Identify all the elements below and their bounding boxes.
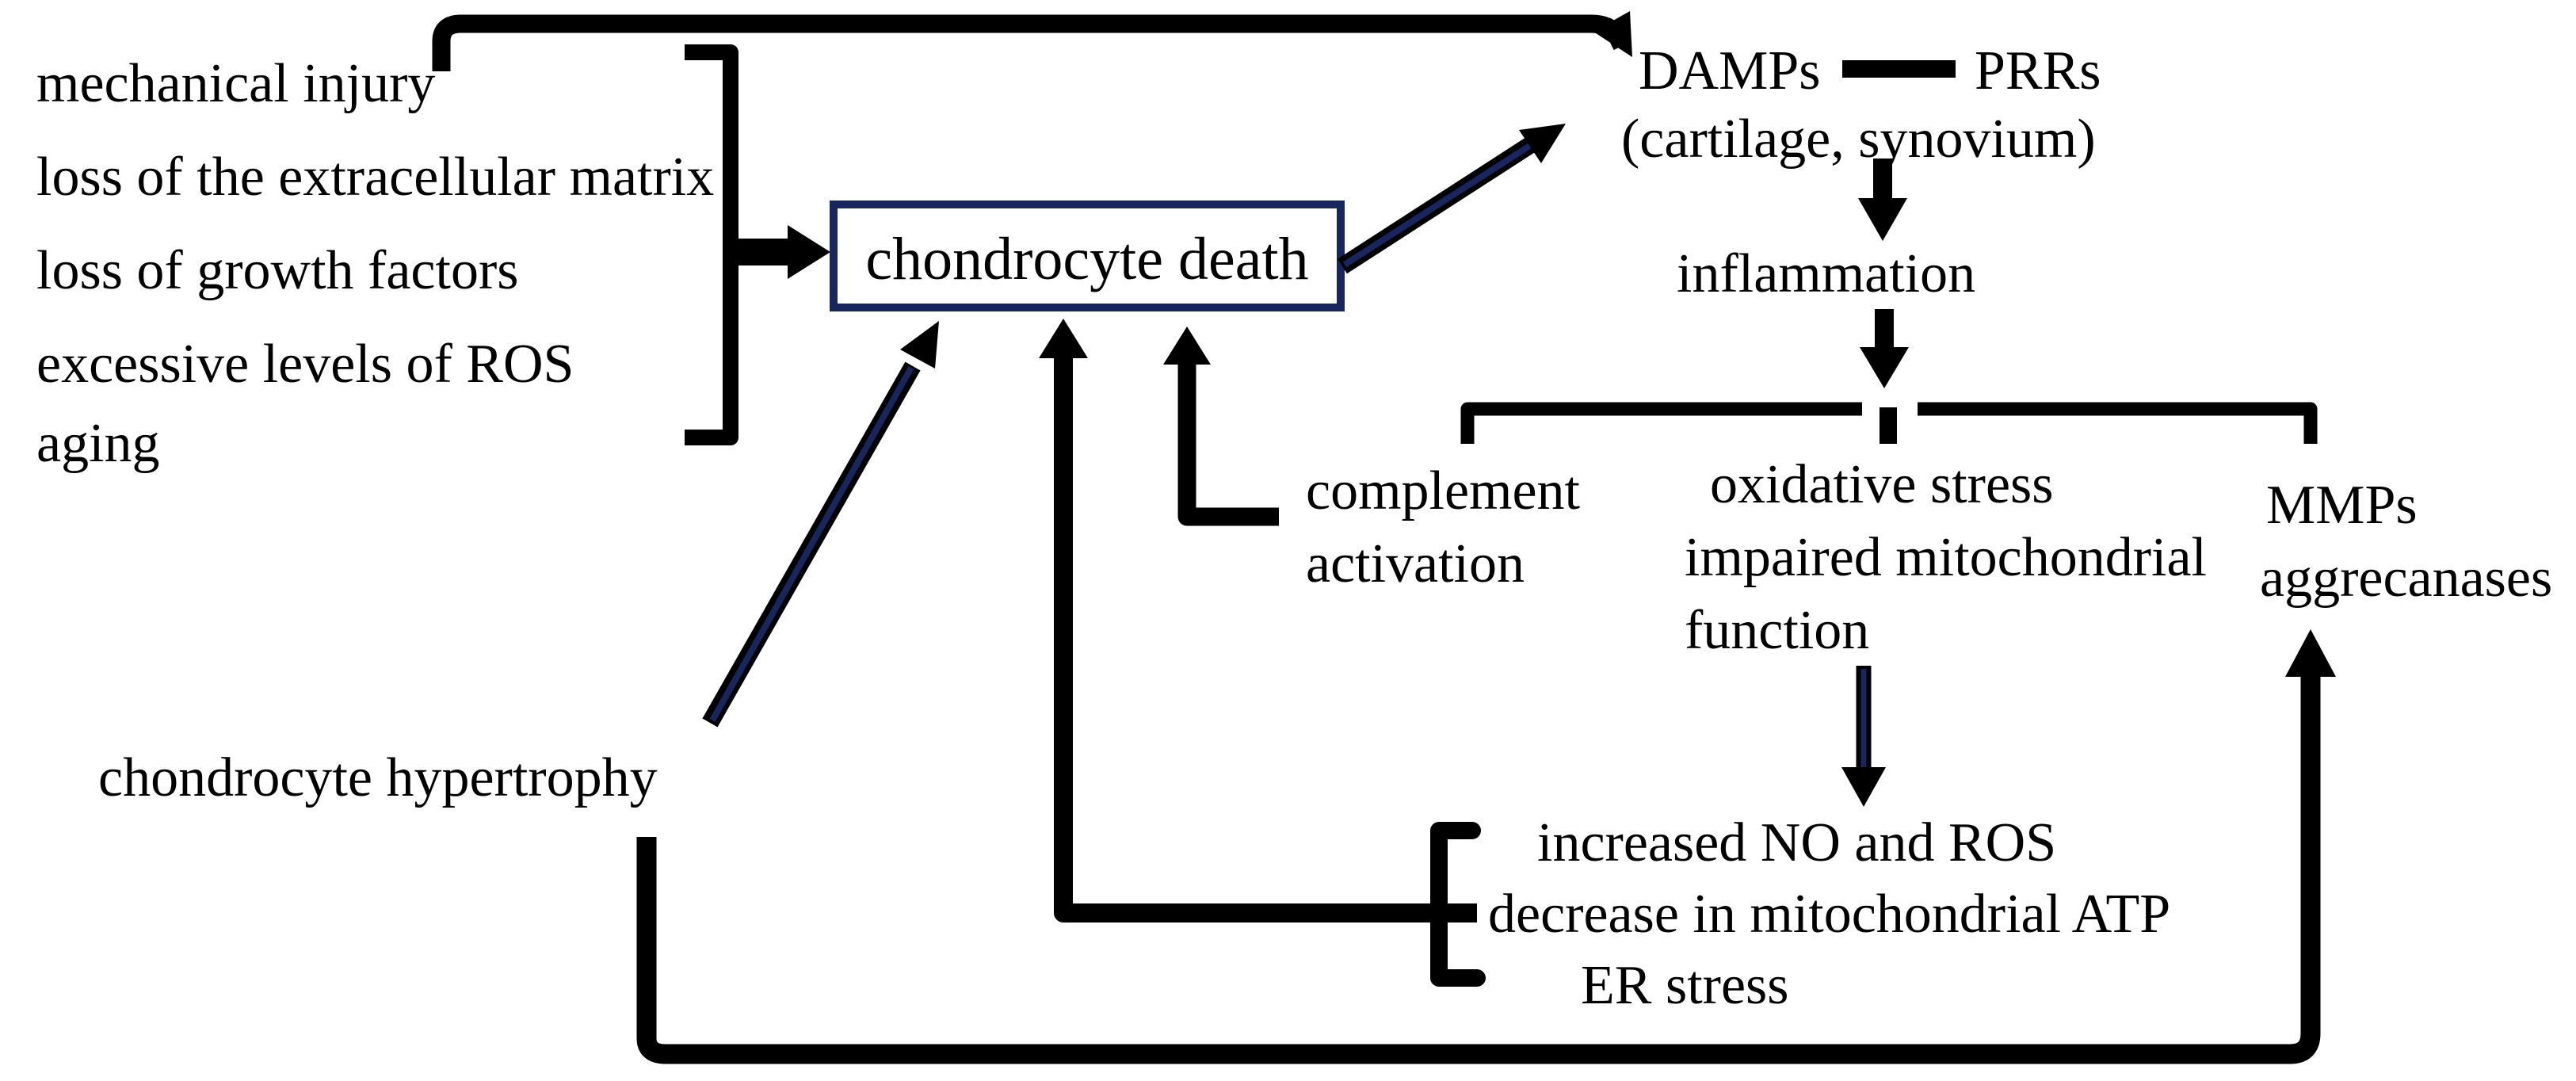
node-decrease-mito-atp: decrease in mitochondrial ATP (1488, 884, 2170, 945)
causes-bracket (685, 44, 738, 445)
mito-to-downstream-arrow (1841, 666, 1886, 807)
targets-bracket-stub (1880, 407, 1897, 444)
node-damps: DAMPs (1639, 40, 1821, 101)
death-to-damps-arrow (1338, 124, 1566, 274)
mito-to-downstream-arrowhead-icon (1841, 767, 1886, 807)
node-impaired-mitochondrial: impaired mitochondrial (1685, 527, 2207, 588)
hypertrophy-to-mmps-arrowhead-icon (2285, 629, 2336, 677)
death-to-damps-arrow-core (1342, 135, 1544, 268)
inflammation-to-targets-arrowhead-icon (1860, 347, 1909, 388)
node-er-stress: ER stress (1581, 955, 1789, 1016)
node-aggrecanases: aggrecanases (2260, 548, 2552, 609)
node-mmps: MMPs (2266, 475, 2418, 536)
downstream-to-death-arrow-shaft (1054, 341, 1477, 922)
damps-prrs-connector (1842, 60, 1956, 78)
cause-loss-growth-factors: loss of growth factors (36, 240, 519, 301)
node-damps-location: (cartilage, synovium) (1621, 109, 2096, 170)
node-complement-line2: activation (1306, 533, 1525, 594)
death-to-damps-arrowhead-icon (1519, 124, 1566, 163)
targets-bracket-left (1460, 402, 1862, 444)
node-prrs: PRRs (1975, 40, 2101, 101)
node-chondrocyte-hypertrophy: chondrocyte hypertrophy (98, 747, 658, 808)
cause-aging: aging (36, 413, 160, 474)
node-inflammation: inflammation (1677, 243, 1975, 304)
targets-bracket-right (1918, 402, 2318, 444)
hypertrophy-to-death-arrow-core (709, 366, 914, 722)
node-complement-line1: complement (1306, 460, 1581, 521)
cause-excessive-ros: excessive levels of ROS (36, 334, 574, 395)
complement-to-death-arrow-shaft (1177, 355, 1279, 526)
hypertrophy-to-mmps-line (636, 675, 2321, 1064)
hypertrophy-to-death-arrow (702, 321, 939, 728)
damps-to-inflammation-arrowhead-icon (1858, 198, 1907, 241)
hypertrophy-to-death-arrowhead-icon (900, 321, 939, 369)
complement-to-death-arrowhead-icon (1163, 327, 1211, 365)
node-chondrocyte-death: chondrocyte death (865, 226, 1308, 292)
node-oxidative-stress: oxidative stress (1710, 454, 2054, 515)
downstream-to-death-arrowhead-icon (1039, 319, 1088, 358)
downstream-bracket (1430, 822, 1486, 987)
causes-to-damps-feedback-line (432, 14, 1631, 71)
causes-to-death-arrowhead-icon (788, 225, 830, 279)
cause-loss-extracellular-matrix: loss of the extracellular matrix (36, 147, 714, 208)
node-mitochondrial-function: function (1685, 600, 1869, 661)
causes-to-damps-arrowhead-icon (1593, 11, 1632, 57)
cause-mechanical-injury: mechanical injury (36, 53, 435, 114)
node-increased-no-ros: increased NO and ROS (1537, 812, 2056, 873)
chondrocyte-death-box (830, 201, 1345, 311)
